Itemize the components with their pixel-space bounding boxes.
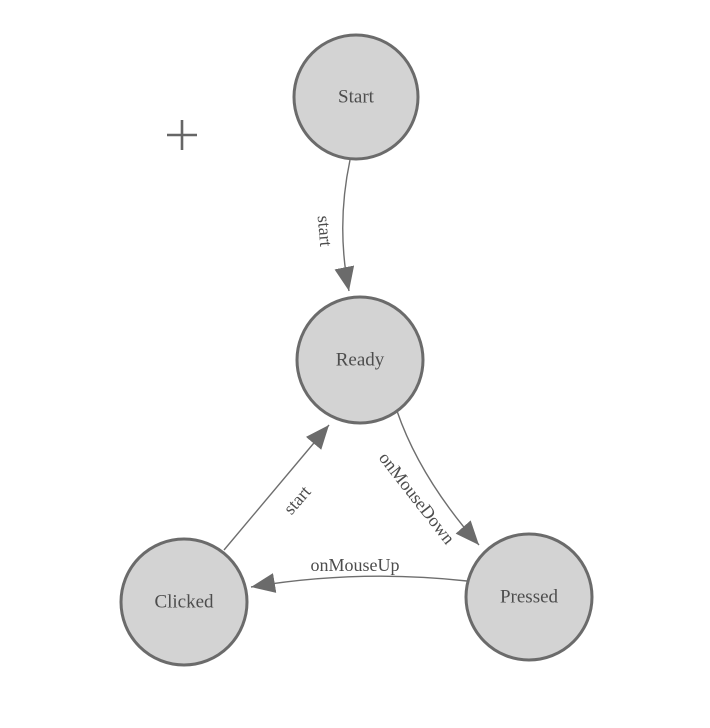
cursor-layer xyxy=(167,120,197,150)
edge-pressed-to-clicked[interactable]: onMouseUp xyxy=(250,555,468,593)
crosshair-cursor-icon xyxy=(167,120,197,150)
state-circle-pressed[interactable] xyxy=(464,532,594,662)
edge-path-pressed-to-clicked[interactable] xyxy=(250,573,468,593)
edge-label-pressed-to-clicked: onMouseUp xyxy=(311,555,400,575)
state-node-pressed[interactable]: Pressed xyxy=(464,532,594,662)
state-node-start[interactable]: Start xyxy=(292,33,420,161)
edge-label-clicked-to-ready: start xyxy=(279,482,314,519)
edge-path-clicked-to-ready[interactable] xyxy=(223,424,330,551)
state-circle-start[interactable] xyxy=(292,33,420,161)
edge-path-start-to-ready[interactable] xyxy=(334,159,355,292)
edge-start-to-ready[interactable]: start xyxy=(314,159,355,292)
edge-ready-to-pressed[interactable]: onMouseDown xyxy=(375,410,480,548)
state-circle-clicked[interactable] xyxy=(119,537,249,667)
edge-label-ready-to-pressed: onMouseDown xyxy=(375,448,459,548)
state-circle-ready[interactable] xyxy=(295,295,425,425)
edge-clicked-to-ready[interactable]: start xyxy=(223,424,330,551)
edge-label-start-to-ready: start xyxy=(314,215,337,248)
state-node-clicked[interactable]: Clicked xyxy=(119,537,249,667)
edge-path-ready-to-pressed[interactable] xyxy=(396,410,480,546)
state-node-ready[interactable]: Ready xyxy=(295,295,425,425)
